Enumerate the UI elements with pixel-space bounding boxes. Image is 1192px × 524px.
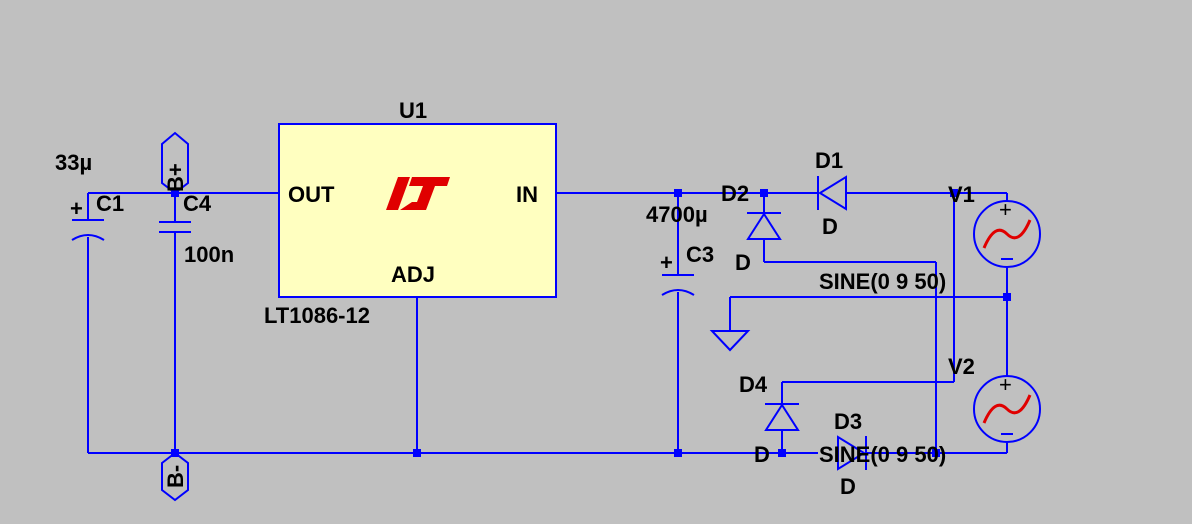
c4-name: C4	[183, 191, 212, 216]
diode-d4[interactable]: D4 D	[739, 372, 800, 467]
net-label-b-plus[interactable]: B+	[161, 131, 189, 195]
c1-value: 33µ	[55, 150, 92, 175]
voltage-source-v2[interactable]: + V2 SINE(0 9 50)	[819, 354, 1041, 467]
u1-pin-out: OUT	[288, 182, 335, 207]
diode-d3[interactable]: D3 D	[834, 409, 867, 499]
c3-plus-sign: +	[660, 250, 673, 275]
capacitor-c4[interactable]: C4 100n	[159, 191, 234, 267]
d4-name: D4	[739, 372, 768, 397]
diode-d1[interactable]: D1 D	[815, 148, 847, 239]
sine-source-icon	[982, 394, 1032, 424]
v2-plus-sign: +	[999, 372, 1012, 397]
d2-name: D2	[721, 181, 749, 206]
v1-value: SINE(0 9 50)	[819, 269, 946, 294]
voltage-source-v1[interactable]: + V1 SINE(0 9 50)	[819, 182, 1041, 294]
v1-plus-sign: +	[999, 197, 1012, 222]
b-plus-label: B+	[163, 163, 188, 192]
v1-name: V1	[948, 182, 975, 207]
v2-value: SINE(0 9 50)	[819, 442, 946, 467]
c3-value: 4700µ	[646, 202, 708, 227]
c1-name: C1	[96, 191, 124, 216]
c3-name: C3	[686, 242, 714, 267]
d4-model: D	[754, 442, 770, 467]
u1-name: U1	[399, 98, 427, 123]
u1-pin-adj: ADJ	[391, 262, 435, 287]
d3-name: D3	[834, 409, 862, 434]
sine-source-icon	[982, 219, 1032, 249]
b-minus-label: B-	[163, 465, 188, 488]
capacitor-c1[interactable]: + C1 33µ	[55, 150, 124, 241]
diode-d2[interactable]: D2 D	[721, 181, 782, 275]
capacitor-c3[interactable]: + C3 4700µ	[646, 202, 714, 296]
lt-logo-icon	[386, 177, 450, 210]
u1-part: LT1086-12	[264, 303, 370, 328]
d2-model: D	[735, 250, 751, 275]
d3-model: D	[840, 474, 856, 499]
regulator-u1[interactable]: U1 OUT IN ADJ LT1086-12	[264, 98, 557, 328]
ground-icon[interactable]	[709, 330, 751, 352]
c4-value: 100n	[184, 242, 234, 267]
c1-plus-sign: +	[70, 196, 83, 221]
wires	[87, 192, 1008, 454]
u1-pin-in: IN	[516, 182, 538, 207]
net-label-b-minus[interactable]: B-	[161, 451, 189, 502]
d1-name: D1	[815, 148, 843, 173]
v2-name: V2	[948, 354, 975, 379]
d1-model: D	[822, 214, 838, 239]
